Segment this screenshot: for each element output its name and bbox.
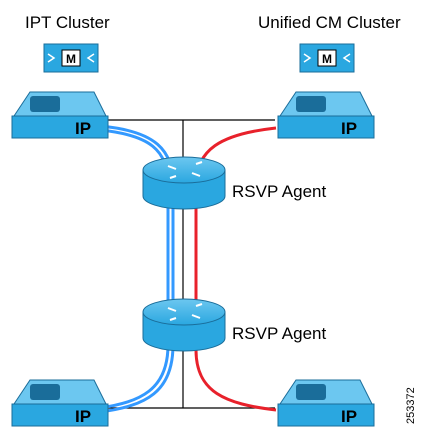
- call-manager-icon-right: M: [299, 43, 355, 73]
- ip-phone-icon-top-left: IP: [11, 91, 109, 139]
- call-manager-badge: M: [322, 52, 332, 66]
- ip-phone-icon-top-right: IP: [277, 91, 375, 139]
- router-icon-top: [142, 156, 226, 210]
- router-icon-bottom: [142, 298, 226, 352]
- unified-cm-cluster-title: Unified CM Cluster: [258, 13, 401, 32]
- call-manager-icon-left: M: [43, 43, 99, 73]
- rsvp-agent-label-bottom: RSVP Agent: [232, 324, 326, 343]
- ip-phone-icon-bottom-left: IP: [11, 379, 109, 427]
- ipt-cluster-title: IPT Cluster: [25, 13, 110, 32]
- ip-badge: IP: [341, 407, 357, 426]
- call-manager-badge: M: [66, 52, 76, 66]
- ip-badge: IP: [341, 119, 357, 138]
- figure-id: 253372: [405, 387, 417, 424]
- ip-badge: IP: [75, 119, 91, 138]
- rsvp-agent-label-top: RSVP Agent: [232, 182, 326, 201]
- ip-badge: IP: [75, 407, 91, 426]
- ip-phone-icon-bottom-right: IP: [277, 379, 375, 427]
- blue-call-path: [99, 128, 170, 410]
